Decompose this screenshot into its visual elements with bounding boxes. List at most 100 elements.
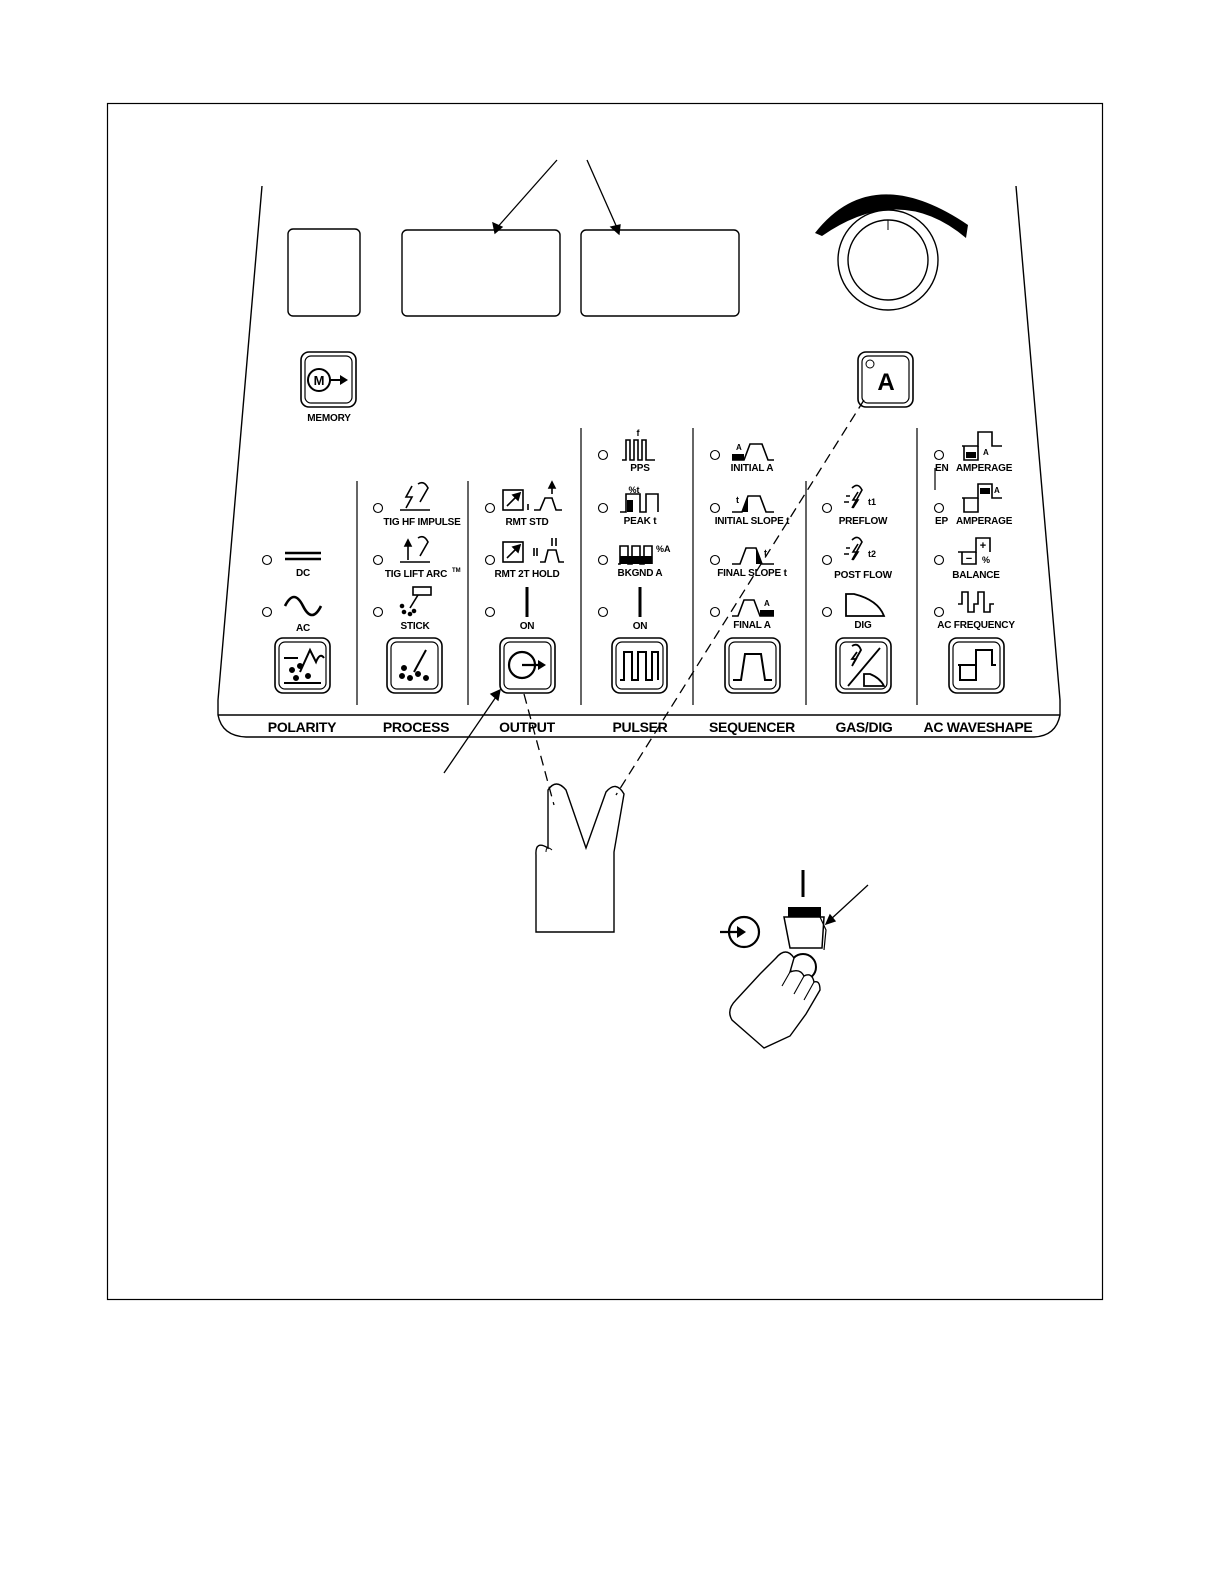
balance-plus-mark: + (980, 540, 986, 552)
label-preflow: PREFLOW (839, 516, 888, 527)
section-label-gas-dig: GAS/DIG (835, 719, 892, 735)
a-button-led (865, 359, 875, 369)
led-initial-slope (709, 502, 721, 514)
led-final-a (709, 606, 721, 618)
pulser-icon (620, 651, 659, 681)
section-label-output: OUTPUT (499, 719, 556, 735)
label-final-slope: FINAL SLOPE t (717, 568, 787, 579)
tig-hf-icon (400, 481, 430, 511)
rmt-2t-icon (502, 538, 564, 563)
balance-pct-mark: % (982, 555, 990, 565)
dig-icon (845, 593, 886, 617)
pulser-section: f PPS %t PEAK t %A BKGND A ON (597, 428, 671, 694)
label-tig-lift-tm: TM (452, 568, 461, 574)
label-dc: DC (296, 568, 310, 579)
led-stick (372, 606, 384, 618)
section-label-process: PROCESS (383, 719, 449, 735)
knob-rotation-arc (815, 194, 968, 238)
led-ac-frequency (933, 606, 945, 618)
label-en-prefix: EN (935, 463, 949, 474)
label-ep-prefix: EP (935, 516, 948, 527)
output-section: RMT STD RMT 2T HOLD ON (484, 480, 564, 694)
switch-pointer-arrow (824, 884, 869, 926)
led-ac (261, 606, 273, 618)
label-stick: STICK (400, 621, 430, 632)
label-initial-a: INITIAL A (731, 463, 774, 474)
label-ac: AC (296, 623, 310, 634)
final-a-icon (732, 599, 774, 617)
memory-button[interactable]: M (300, 351, 357, 408)
power-switch-assembly (720, 870, 869, 1049)
led-bkgnd (597, 554, 609, 566)
hand-two-fingers-icon (535, 783, 625, 933)
label-pps: PPS (630, 463, 650, 474)
pulser-button[interactable] (611, 637, 668, 694)
polarity-section: DC AC (261, 551, 331, 694)
output-button[interactable] (499, 637, 556, 694)
gas-dig-button[interactable] (835, 637, 892, 694)
polarity-button[interactable] (274, 637, 331, 694)
led-output-on (484, 606, 496, 618)
sequencer-button[interactable] (724, 637, 781, 694)
ac-sine-icon (283, 595, 323, 617)
initial-a-icon (732, 443, 774, 461)
display-pointer-arrows (492, 159, 621, 236)
label-tig-hf: TIG HF IMPULSE (383, 517, 461, 528)
a-button[interactable]: A (857, 351, 914, 408)
small-display (287, 228, 361, 317)
label-final-a: FINAL A (733, 620, 771, 631)
peak-icon (620, 493, 659, 513)
label-en-amperage: AMPERAGE (956, 463, 1013, 474)
process-button[interactable] (386, 637, 443, 694)
preflow-t1-mark: t1 (868, 497, 876, 507)
label-peak: PEAK t (624, 516, 658, 527)
output-icon (507, 650, 546, 680)
section-label-pulser: PULSER (613, 719, 668, 735)
polarity-icon (284, 647, 325, 684)
led-tig-lift (372, 554, 384, 566)
tig-lift-icon (400, 535, 430, 563)
balance-icon (958, 537, 991, 565)
label-postflow: POST FLOW (834, 570, 892, 581)
led-rmt-std (484, 502, 496, 514)
power-switch-icon[interactable] (783, 907, 827, 951)
memory-label: MEMORY (307, 413, 351, 424)
label-tig-lift: TIG LIFT ARC (385, 569, 447, 580)
sequencer-section: A INITIAL A t INITIAL SLOPE t t FINAL SL… (709, 443, 790, 694)
power-input-icon (720, 915, 761, 949)
section-label-sequencer: SEQUENCER (709, 719, 795, 735)
pps-icon (622, 439, 655, 461)
led-dc (261, 554, 273, 566)
led-tig-hf (372, 502, 384, 514)
postflow-icon (844, 536, 863, 561)
rmt-std-icon (502, 480, 562, 511)
bkgnd-icon (618, 545, 653, 565)
preflow-icon (844, 484, 863, 509)
led-postflow (821, 554, 833, 566)
led-final-slope (709, 554, 721, 566)
initial-slope-icon (732, 495, 774, 513)
label-balance: BALANCE (952, 570, 1000, 581)
gas-dig-section: t1 PREFLOW t2 POST FLOW DIG (821, 484, 893, 694)
a-button-label: A (877, 369, 894, 396)
sequencer-icon (733, 653, 772, 681)
section-dividers (356, 428, 936, 705)
ac-waveshape-button[interactable] (948, 637, 1005, 694)
label-ac-frequency: AC FREQUENCY (937, 620, 1015, 631)
label-dig: DIG (854, 620, 872, 631)
label-bkgnd: BKGND A (618, 568, 663, 579)
section-label-polarity: POLARITY (268, 719, 337, 735)
final-slope-t-mark: t (764, 548, 767, 558)
initial-slope-t-mark: t (736, 495, 739, 505)
ac-frequency-icon (958, 591, 994, 613)
ep-amperage-icon (962, 483, 1002, 513)
label-output-on: ON (520, 621, 535, 632)
control-knob[interactable] (815, 194, 968, 311)
balance-minus-mark: − (966, 553, 972, 565)
memory-m-symbol: M (314, 373, 325, 388)
postflow-t2-mark: t2 (868, 549, 876, 559)
led-ep-amperage (933, 502, 945, 514)
led-preflow (821, 502, 833, 514)
ac-waveshape-section: A EN AMPERAGE A EP AMPERAGE + − % BALANC… (933, 431, 1016, 694)
